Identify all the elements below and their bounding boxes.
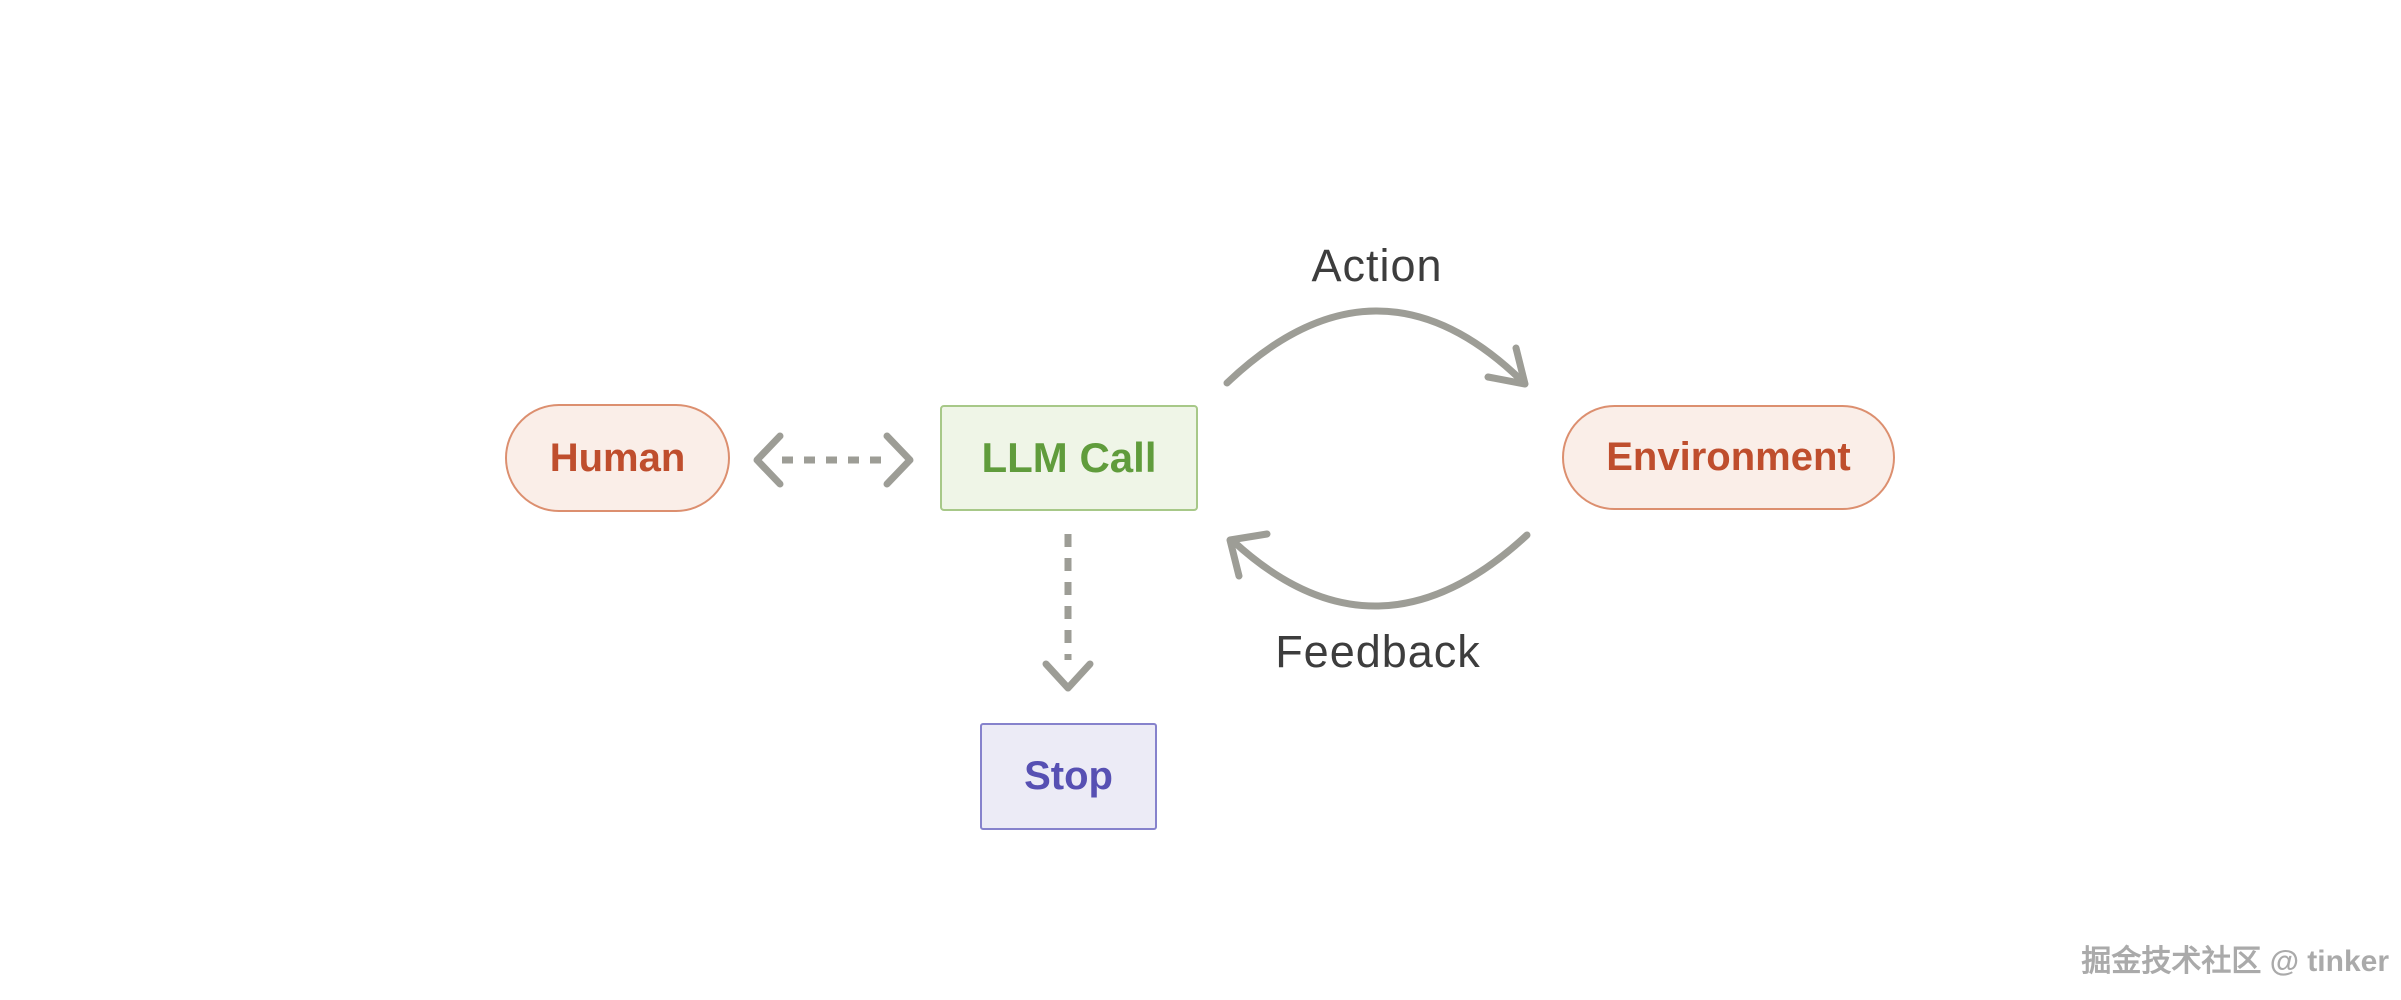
right-chevron-icon [883, 432, 914, 488]
feedback-arrowhead-icon [1226, 530, 1271, 580]
llm-call-label: LLM Call [981, 434, 1157, 481]
human-label: Human [549, 435, 686, 480]
llm-call-node: LLM Call [940, 405, 1198, 511]
feedback-arrow [1229, 531, 1531, 610]
feedback-edge-label: Feedback [1275, 626, 1481, 677]
down-chevron-icon [1042, 660, 1094, 692]
left-chevron-icon [753, 432, 784, 488]
environment-label: Environment [1606, 435, 1851, 479]
stop-node: Stop [980, 723, 1157, 830]
stop-label: Stop [1024, 754, 1113, 798]
environment-node: Environment [1562, 405, 1895, 510]
action-arrow [1223, 307, 1526, 387]
action-arrowhead-icon [1484, 344, 1529, 388]
human-node: Human [505, 404, 730, 512]
action-edge-label: Action [1311, 240, 1443, 291]
watermark-text: 掘金技术社区 @ tinker [2081, 945, 2389, 978]
